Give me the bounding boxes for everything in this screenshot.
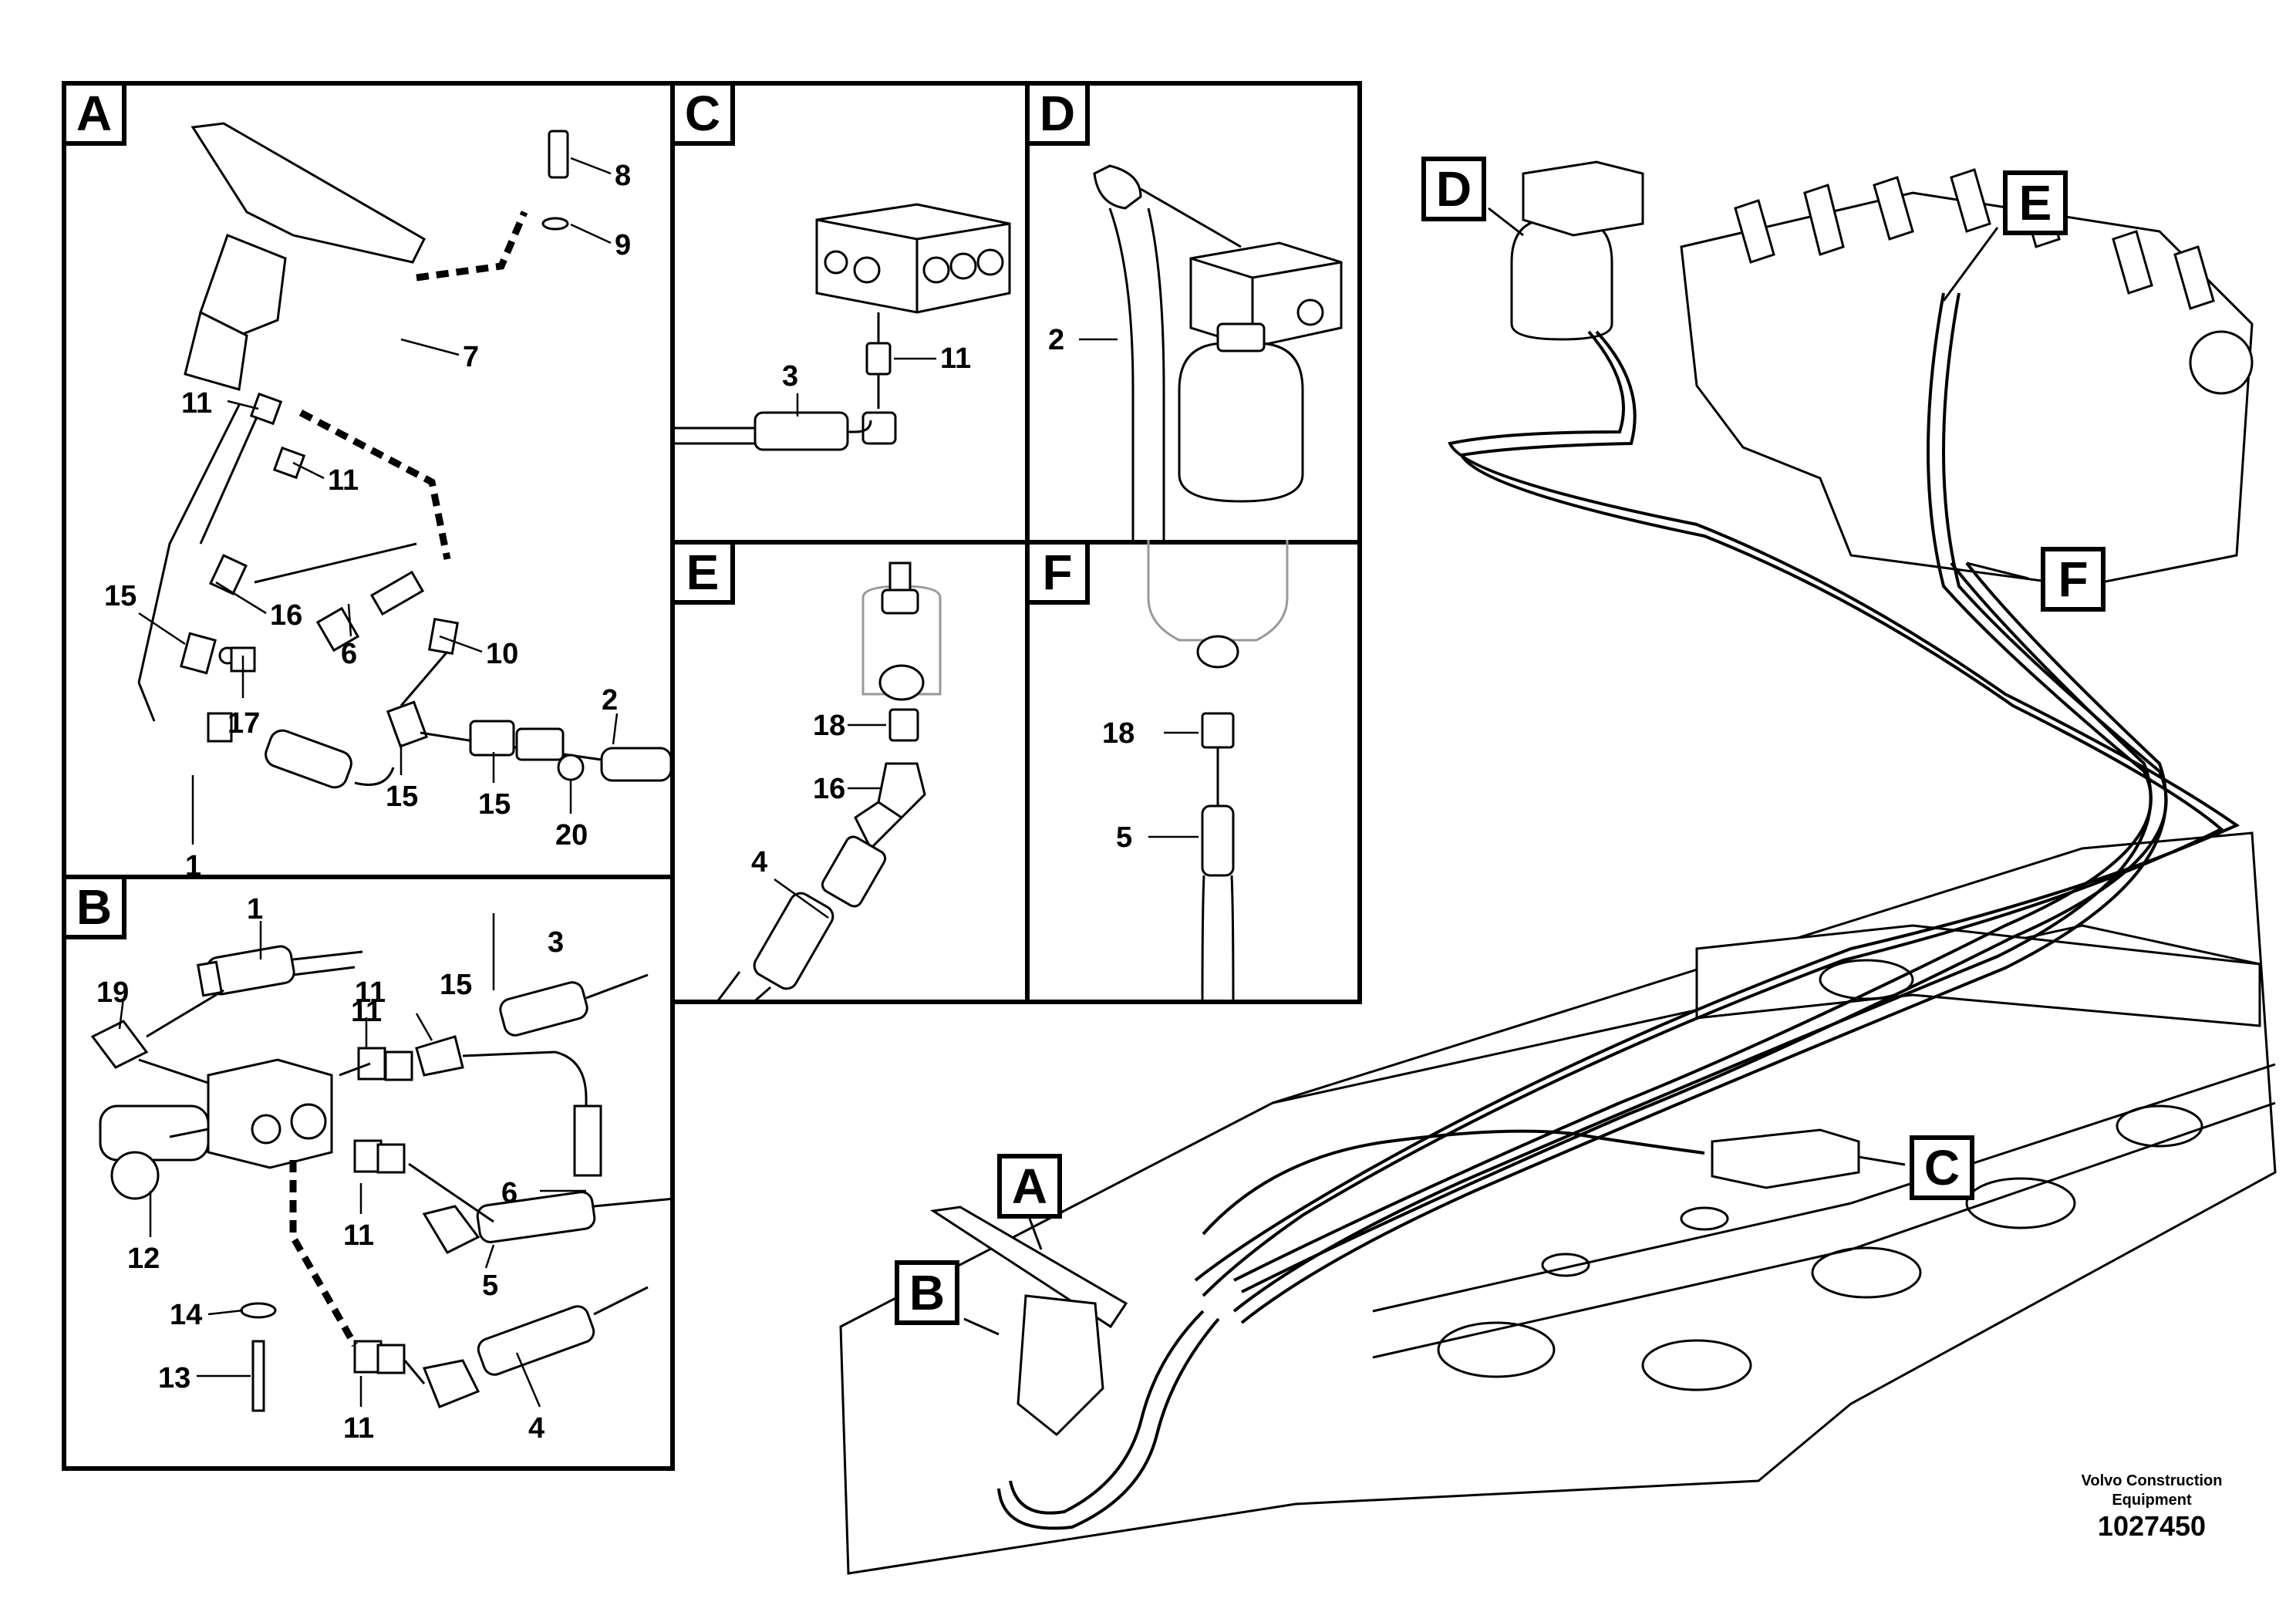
overview-tag-f: F: [2041, 547, 2106, 612]
callout-a-15-right: 15: [478, 788, 511, 821]
callout-a-8: 8: [615, 160, 631, 192]
undercarriage-frame: [839, 831, 2277, 1575]
callout-a-1: 1: [185, 850, 201, 879]
callout-b-15: 15: [440, 969, 472, 1001]
callout-b-4: 4: [528, 1412, 544, 1445]
callout-b-5: 5: [482, 1270, 498, 1302]
panel-e-drawing: 18 16 4: [715, 561, 942, 1004]
panel-d-tag: D: [1025, 81, 1090, 146]
panel-a-tag: A: [62, 81, 126, 146]
overview-tag-c: C: [1910, 1135, 1974, 1200]
callout-e-4: 4: [751, 846, 767, 878]
callout-b-11-mid: 11: [343, 1219, 374, 1252]
callout-a-15-mid: 15: [386, 781, 418, 813]
panel-c-tag: C: [670, 81, 735, 146]
callout-a-11-mid: 11: [328, 464, 359, 497]
valve-block: [207, 1058, 333, 1169]
panel-e-tag: E: [670, 540, 735, 605]
company-credit: Volvo Construction Equipment: [2036, 1472, 2267, 1510]
callout-b-1: 1: [247, 893, 263, 926]
callout-d-2: 2: [1048, 324, 1064, 356]
callout-b-12: 12: [127, 1243, 160, 1275]
detail-panel-f: [1025, 540, 1362, 1004]
callout-b-3: 3: [548, 926, 564, 959]
callout-a-2: 2: [602, 684, 618, 717]
callout-a-20: 20: [555, 819, 588, 851]
drawing-number: 1027450: [2097, 1510, 2207, 1542]
callout-c-3: 3: [782, 360, 798, 393]
company-line-2: Equipment: [2112, 1492, 2192, 1509]
overview-tag-e: E: [2003, 170, 2068, 235]
callout-b-11-top-left: 11: [351, 996, 382, 1028]
callout-e-18: 18: [813, 710, 845, 742]
callout-a-10: 10: [486, 638, 518, 670]
callout-a-9: 9: [615, 229, 631, 261]
panel-f-tag: F: [1025, 540, 1090, 605]
callout-a-16: 16: [270, 599, 302, 632]
callout-a-11-top: 11: [181, 387, 212, 420]
panel-b-tag: B: [62, 875, 126, 939]
callout-b-6: 6: [501, 1177, 518, 1209]
overview-drawing: [839, 160, 2277, 1575]
callout-b-13: 13: [158, 1362, 190, 1394]
overview-tag-a: A: [997, 1154, 1062, 1219]
company-line-1: Volvo Construction: [2081, 1472, 2223, 1489]
panel-a-drawing: 8 9 7 11 11 6 10 15 16 17 2 15 15 20 1: [104, 122, 673, 879]
callout-a-6: 6: [341, 638, 357, 670]
callout-c-11: 11: [940, 342, 971, 375]
callout-a-7: 7: [463, 341, 479, 373]
accumulator: [1178, 342, 1304, 503]
overview-tag-d: D: [1421, 157, 1486, 221]
callout-e-16: 16: [813, 773, 845, 805]
callout-b-14: 14: [170, 1299, 202, 1331]
panel-c-drawing: 3 11: [670, 203, 1011, 451]
callout-f-18: 18: [1102, 717, 1135, 750]
overview-tag-b: B: [895, 1260, 959, 1325]
pedal-shape: [190, 122, 426, 264]
callout-f-5: 5: [1116, 821, 1132, 854]
panel-d-drawing: 2: [1048, 164, 1343, 545]
callout-b-11-bottom: 11: [343, 1412, 374, 1445]
callout-a-15-left: 15: [104, 580, 137, 612]
panel-f-drawing: 18 5: [1102, 540, 1289, 1004]
callout-b-19: 19: [96, 976, 129, 1009]
callout-b-11-top-right: 11: [355, 976, 386, 1009]
panel-b-drawing: 1 3 19 11 15 11 6 14 11 12 5 13 11 4: [90, 893, 675, 1445]
callout-a-17: 17: [228, 707, 260, 740]
